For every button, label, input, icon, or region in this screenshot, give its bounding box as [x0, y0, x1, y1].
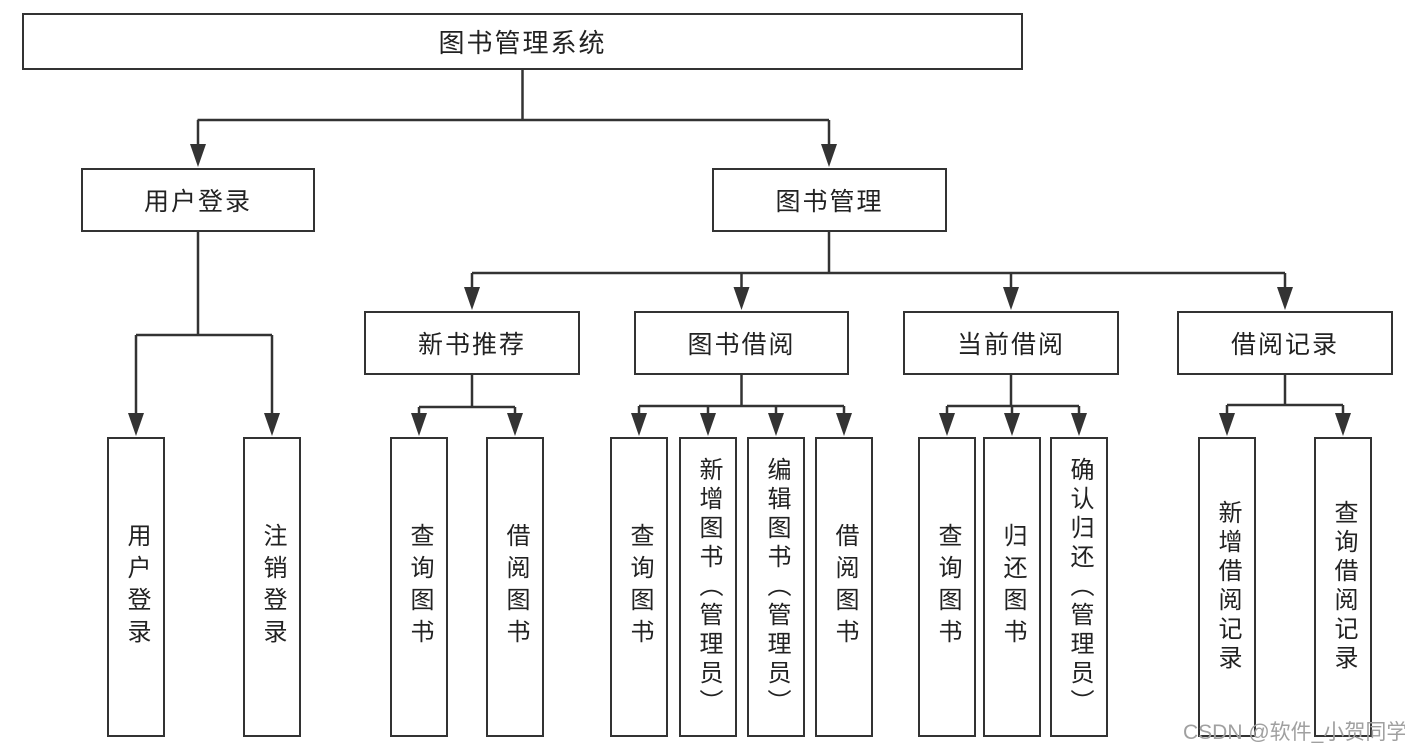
leaf-label: 查询图书 — [934, 523, 961, 651]
node-book-management: 图书管理 — [712, 168, 947, 232]
leaf-label: 注销登录 — [259, 523, 286, 651]
leaf-label: 借阅图书 — [831, 523, 858, 651]
leaf-label: 查询借阅记录 — [1330, 500, 1357, 674]
leaf-borrow-books: 借阅图书 — [815, 437, 873, 737]
node-label: 新书推荐 — [417, 331, 526, 359]
arrowhead — [768, 413, 784, 436]
leaf-query-books-recommend: 查询图书 — [390, 437, 448, 737]
arrowhead — [264, 413, 280, 436]
arrowhead — [836, 413, 852, 436]
arrowhead — [733, 287, 750, 310]
node-label: 用户登录 — [143, 188, 252, 216]
csdn-watermark: CSDN @软件_小贺同学 — [1183, 721, 1405, 744]
leaf-query-books-current: 查询图书 — [918, 437, 976, 737]
leaf-user-login: 用户登录 — [107, 437, 165, 737]
node-borrowing-records: 借阅记录 — [1177, 311, 1393, 375]
leaf-label: 新增借阅记录 — [1214, 500, 1241, 674]
leaf-label: 归还图书 — [999, 523, 1026, 651]
arrowhead — [1003, 287, 1019, 310]
node-label: 借阅记录 — [1230, 331, 1339, 359]
arrowhead — [1219, 413, 1235, 436]
node-new-book-recommendation: 新书推荐 — [364, 311, 580, 375]
node-label: 图书借阅 — [687, 331, 796, 359]
leaf-label: 确认归还（管理员） — [1066, 456, 1093, 718]
connector-path — [134, 69, 1345, 417]
arrowhead — [1004, 413, 1020, 436]
node-book-borrowing: 图书借阅 — [634, 311, 849, 375]
leaf-confirm-return-admin: 确认归还（管理员） — [1050, 437, 1108, 737]
leaf-label: 编辑图书（管理员） — [763, 456, 790, 718]
arrowhead — [939, 413, 955, 436]
arrowhead — [411, 413, 427, 436]
node-label: 当前借阅 — [956, 331, 1065, 359]
arrowhead — [631, 413, 647, 436]
arrowhead — [1277, 287, 1293, 310]
arrowhead — [507, 413, 523, 436]
node-library-management-system: 图书管理系统 — [22, 13, 1023, 70]
leaf-label: 查询图书 — [626, 523, 653, 651]
arrowhead — [1335, 413, 1351, 436]
leaf-add-borrow-record: 新增借阅记录 — [1198, 437, 1256, 737]
arrowhead — [821, 144, 837, 167]
arrowhead — [190, 144, 206, 167]
node-current-borrowing: 当前借阅 — [903, 311, 1119, 375]
leaf-logout: 注销登录 — [243, 437, 301, 737]
leaf-label: 借阅图书 — [502, 523, 529, 651]
arrowhead — [464, 287, 480, 310]
node-user-login: 用户登录 — [81, 168, 315, 232]
arrowhead — [1071, 413, 1087, 436]
leaf-label: 用户登录 — [123, 523, 150, 651]
leaf-label: 查询图书 — [406, 523, 433, 651]
leaf-edit-books-admin: 编辑图书（管理员） — [747, 437, 805, 737]
leaf-query-books-borrowing: 查询图书 — [610, 437, 668, 737]
leaf-query-borrow-records: 查询借阅记录 — [1314, 437, 1372, 737]
arrowhead — [700, 413, 716, 436]
leaf-add-books-admin: 新增图书（管理员） — [679, 437, 737, 737]
leaf-label: 新增图书（管理员） — [695, 456, 722, 718]
node-label: 图书管理 — [775, 188, 884, 216]
leaf-return-books: 归还图书 — [983, 437, 1041, 737]
arrowheads — [128, 144, 1351, 436]
node-label: 图书管理系统 — [438, 28, 607, 58]
leaf-borrow-books-recommend: 借阅图书 — [486, 437, 544, 737]
arrowhead — [128, 413, 144, 436]
